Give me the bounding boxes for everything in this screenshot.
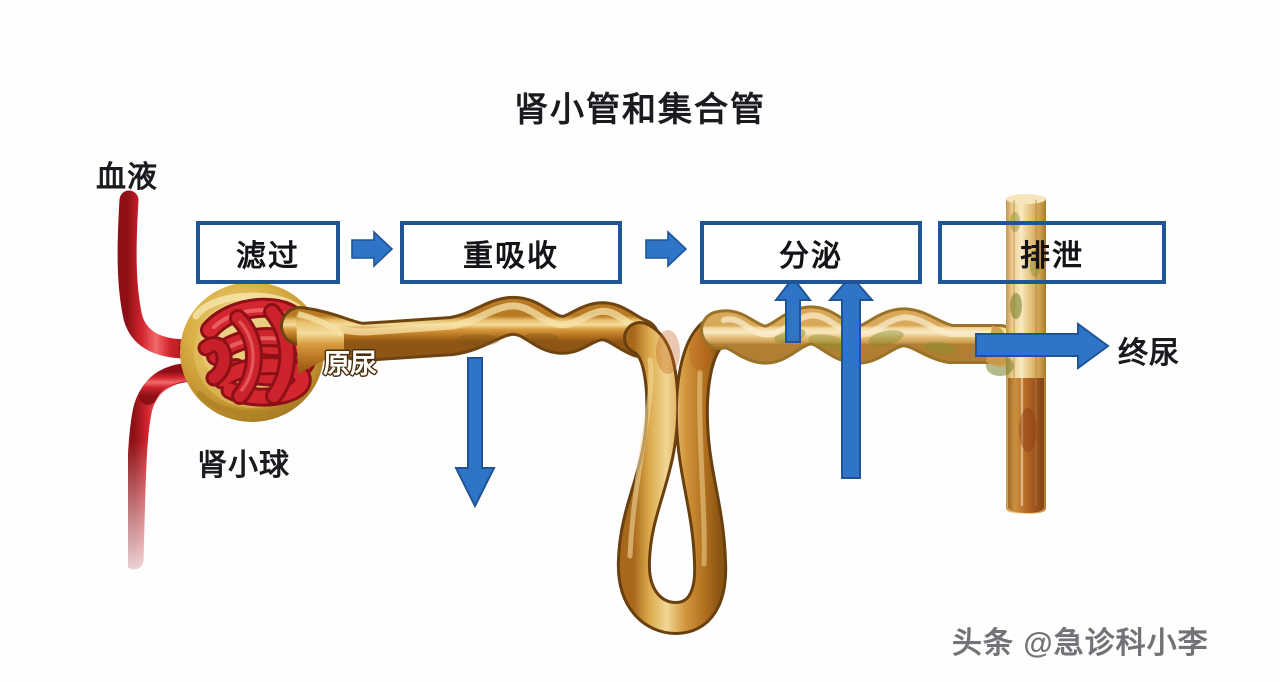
loop-of-henle: [616, 313, 737, 635]
process-box-filtration: 滤过: [196, 221, 340, 284]
label-primary-urine: 原尿: [323, 349, 377, 379]
secretion-arrow-tall: [827, 274, 875, 479]
reabsorption-arrow: [454, 357, 496, 509]
process-box-excretion: 排泄: [938, 221, 1166, 284]
watermark: 头条 @急诊科小李: [952, 627, 1209, 660]
label-glomerulus: 肾小球: [197, 449, 290, 482]
process-box-label: 滤过: [236, 239, 300, 273]
box-connector-arrow-2: [645, 230, 688, 268]
label-final-urine: 终尿: [1118, 337, 1180, 370]
excretion-arrow: [975, 322, 1110, 370]
process-box-secretion: 分泌: [700, 221, 922, 284]
box-connector-arrow-1: [351, 230, 394, 268]
collecting-duct: [986, 194, 1046, 514]
page-title: 肾小管和集合管: [514, 91, 766, 129]
process-box-label: 分泌: [779, 239, 843, 273]
efferent-arteriole: [124, 362, 206, 570]
process-box-reabsorption: 重吸收: [400, 221, 622, 284]
process-box-label: 重吸收: [463, 239, 559, 273]
proximal-convoluted-tubule: [280, 295, 660, 374]
label-blood: 血液: [96, 161, 158, 194]
secretion-arrow-short: [773, 276, 813, 343]
distal-convoluted-tubule: [700, 305, 1020, 365]
process-box-label: 排泄: [1020, 239, 1084, 273]
